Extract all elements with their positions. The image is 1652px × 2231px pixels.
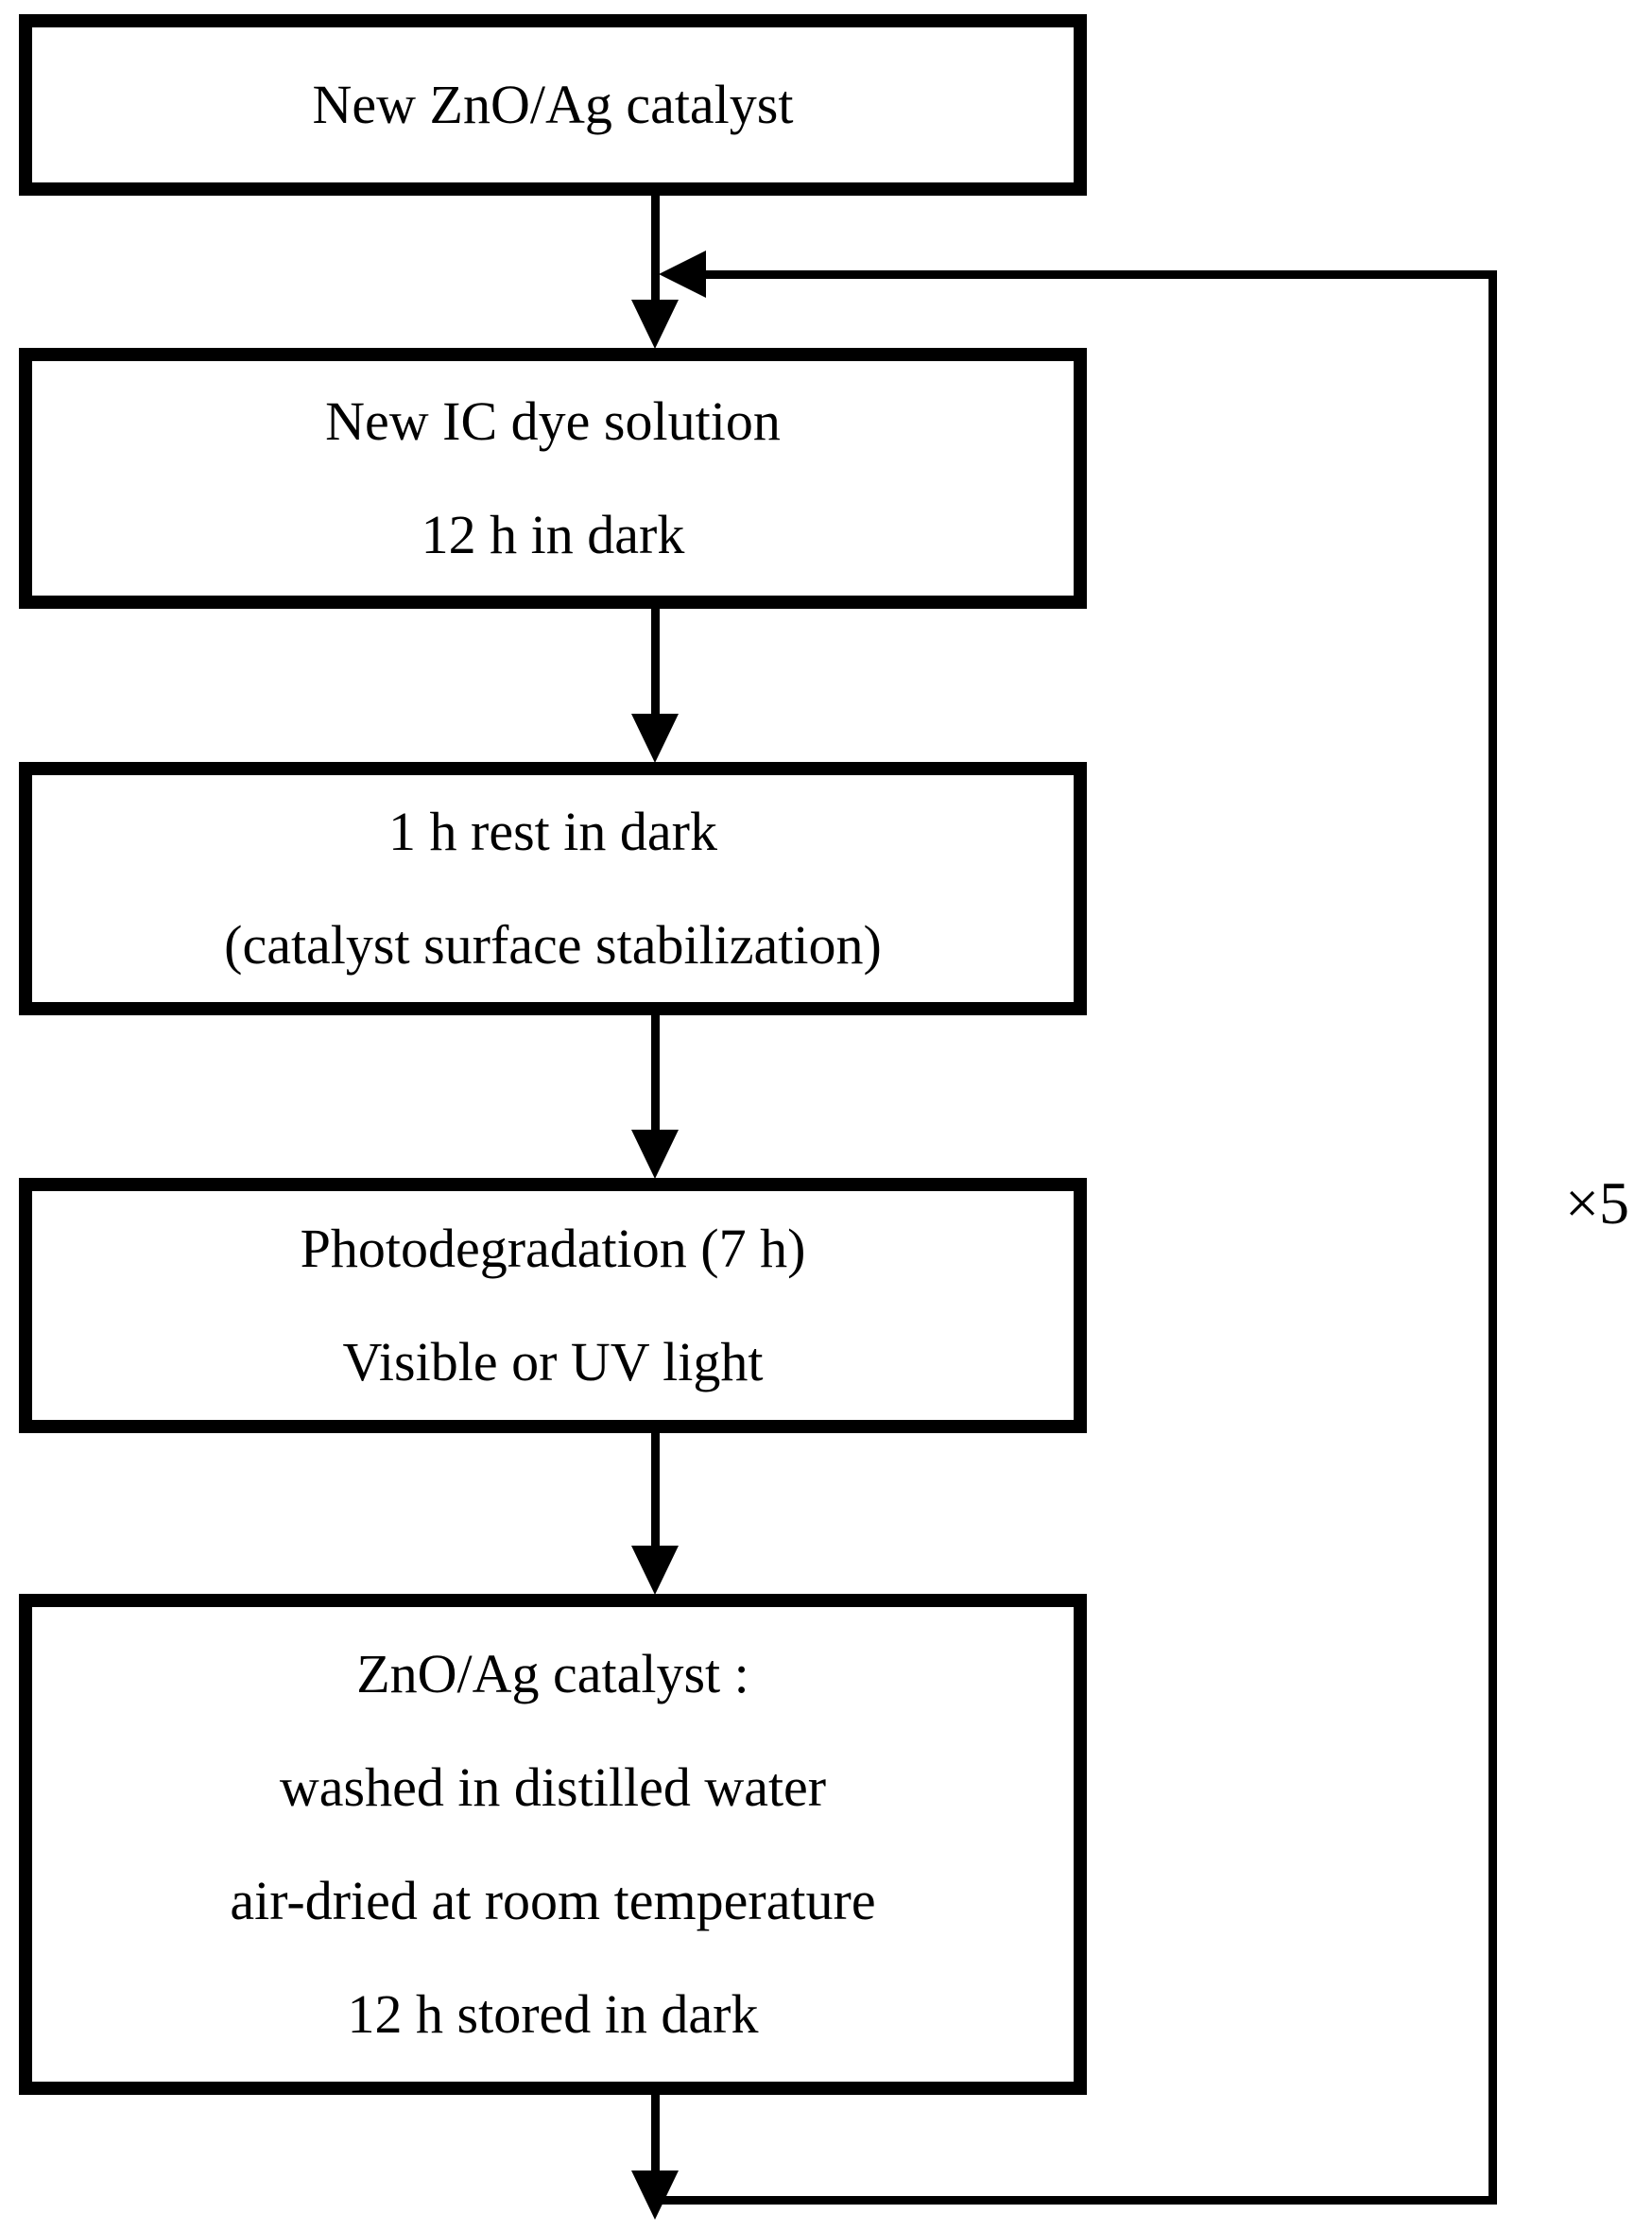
- arrowhead-down-icon: [631, 300, 679, 349]
- node-text-line: Photodegradation (7 h): [300, 1218, 806, 1279]
- node-text-line: New ZnO/Ag catalyst: [312, 74, 794, 135]
- arrowhead-down-icon: [631, 1130, 679, 1179]
- arrow-node1-to-node2-stem: [651, 194, 660, 309]
- arrowhead-down-icon: [631, 1546, 679, 1595]
- flowchart-node-rest-in-dark: 1 h rest in dark (catalyst surface stabi…: [19, 762, 1087, 1015]
- node-text-line: Visible or UV light: [342, 1331, 764, 1392]
- arrowhead-left-icon: [659, 251, 706, 298]
- node-text-line: air-dried at room temperature: [230, 1870, 876, 1931]
- loop-count-label: ×5: [1564, 1169, 1630, 1237]
- node-text-line: washed in distilled water: [279, 1756, 827, 1818]
- node-text-line: (catalyst surface stabilization): [224, 914, 882, 976]
- flowchart-node-new-catalyst: New ZnO/Ag catalyst: [19, 14, 1087, 196]
- flowchart-node-catalyst-recovery: ZnO/Ag catalyst : washed in distilled wa…: [19, 1594, 1087, 2095]
- loop-return-right-line: [1489, 270, 1497, 2205]
- loop-return-top-line: [704, 270, 1497, 279]
- arrow-node4-to-node5-stem: [651, 1431, 660, 1550]
- arrow-node2-to-node3-stem: [651, 607, 660, 718]
- arrowhead-down-icon: [631, 2170, 679, 2220]
- loop-return-bottom-line: [659, 2196, 1497, 2205]
- node-text-line: 12 h stored in dark: [347, 1983, 759, 2045]
- node-text-line: ZnO/Ag catalyst :: [356, 1643, 749, 1704]
- flowchart-node-new-dye-solution: New IC dye solution 12 h in dark: [19, 348, 1087, 609]
- arrow-node3-to-node4-stem: [651, 1013, 660, 1134]
- node-text-line: New IC dye solution: [325, 390, 781, 452]
- node-text-line: 12 h in dark: [421, 504, 685, 565]
- arrow-exit-stem: [651, 2093, 660, 2174]
- flowchart-node-photodegradation: Photodegradation (7 h) Visible or UV lig…: [19, 1178, 1087, 1433]
- node-text-line: 1 h rest in dark: [388, 801, 717, 862]
- arrowhead-down-icon: [631, 714, 679, 763]
